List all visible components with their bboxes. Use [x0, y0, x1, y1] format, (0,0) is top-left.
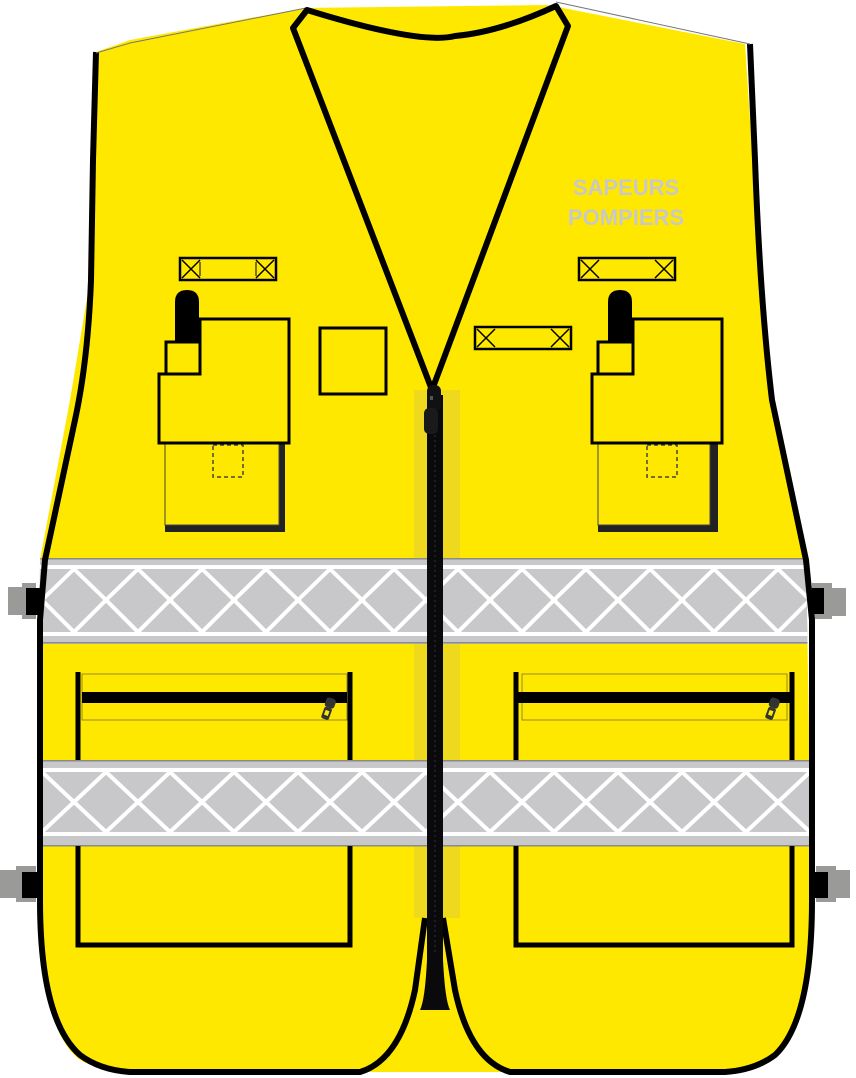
upper-reflective-band	[38, 558, 812, 644]
left-shoulder-edge	[95, 7, 307, 54]
right-lower-zip-pocket	[513, 672, 795, 948]
zipper-slider-icon	[424, 385, 441, 434]
right-shoulder-edge	[555, 1, 751, 45]
radio-antenna-icon	[608, 290, 632, 350]
center-id-badge-strip	[473, 325, 573, 351]
zipper-pull-icon	[765, 697, 780, 720]
left-id-badge-strip	[178, 256, 278, 282]
left-lower-zip-pocket	[75, 672, 353, 948]
right-lower-adjuster	[814, 866, 850, 902]
neckline-outline	[290, 3, 571, 393]
chest-label-line2: POMPIERS	[568, 205, 684, 230]
left-armhole-outline	[37, 51, 99, 900]
right-id-badge-strip	[577, 256, 677, 282]
right-front-hem-outline	[440, 899, 815, 1075]
lower-reflective-band	[38, 760, 812, 847]
left-lower-adjuster	[0, 866, 40, 902]
chest-label-line1: SAPEURS	[573, 175, 679, 200]
right-upper-adjuster	[812, 583, 846, 619]
badge-patch	[318, 326, 388, 396]
left-upper-adjuster	[8, 583, 42, 619]
right-chest-pocket	[590, 290, 724, 532]
left-front-hem-outline	[37, 899, 428, 1075]
radio-antenna-icon	[175, 290, 199, 350]
front-zipper	[420, 385, 450, 1010]
right-armhole-outline	[747, 43, 815, 900]
left-chest-pocket	[157, 290, 291, 532]
zipper-pull-icon	[321, 697, 336, 720]
